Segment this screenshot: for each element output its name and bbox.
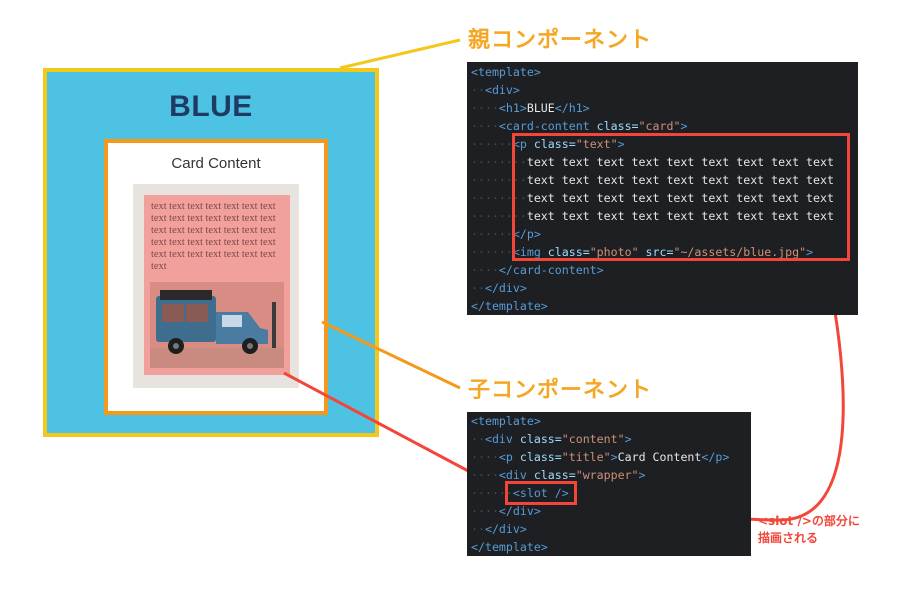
code-line: </template> <box>471 299 548 313</box>
child-component-preview: Card Content text text text text text te… <box>104 139 328 415</box>
code-line: ······<img class="photo" src="~/assets/b… <box>471 245 814 259</box>
code-line: ····</card-content> <box>471 263 604 277</box>
code-line: ····<p class="title">Card Content</p> <box>471 450 730 464</box>
code-line: ········text text text text text text te… <box>471 155 834 169</box>
code-line: <template> <box>471 414 541 428</box>
parent-code-panel: <template> ··<div> ····<h1>BLUE</h1> ···… <box>467 62 858 315</box>
parent-connector-line <box>339 38 461 70</box>
preview-heading: BLUE <box>169 90 253 123</box>
wrapper-area: text text text text text text text text … <box>133 184 299 388</box>
code-line: ········text text text text text text te… <box>471 209 834 223</box>
code-line: ····<card-content class="card"> <box>471 119 688 133</box>
child-connector-line <box>321 320 461 390</box>
code-line: ····</div> <box>471 504 541 518</box>
code-line: ··</div> <box>471 522 527 536</box>
code-line: ··<div> <box>471 83 520 97</box>
code-line: ······<p class="text"> <box>471 137 625 151</box>
child-code-panel: <template> ··<div class="content"> ····<… <box>467 412 751 556</box>
slot-note-line-2: 描画される <box>758 531 819 545</box>
code-line: </template> <box>471 540 548 554</box>
parent-component-preview: BLUE Card Content text text text text te… <box>43 68 379 437</box>
code-line: ······</p> <box>471 227 541 241</box>
slot-text: text text text text text text text text … <box>151 201 276 272</box>
food-truck-photo-icon <box>150 282 284 368</box>
code-line: <template> <box>471 65 541 79</box>
code-line: ··</div> <box>471 281 527 295</box>
slot-content-code-highlight <box>512 133 850 261</box>
slot-note: <slot />の部分に 描画される <box>758 513 860 547</box>
parent-component-title: 親コンポーネント <box>468 28 653 53</box>
code-line: ······<slot /> <box>471 486 569 500</box>
code-line: ····<div class="wrapper"> <box>471 468 646 482</box>
slot-content-highlight: text text text text text text text text … <box>144 195 290 375</box>
slot-tag-highlight <box>505 481 577 505</box>
code-line: ····<h1>BLUE</h1> <box>471 101 590 115</box>
child-component-title: 子コンポーネント <box>468 378 653 403</box>
code-line: ··<div class="content"> <box>471 432 632 446</box>
card-title: Card Content <box>171 155 261 172</box>
slot-note-line-1: <slot />の部分に <box>758 514 860 528</box>
